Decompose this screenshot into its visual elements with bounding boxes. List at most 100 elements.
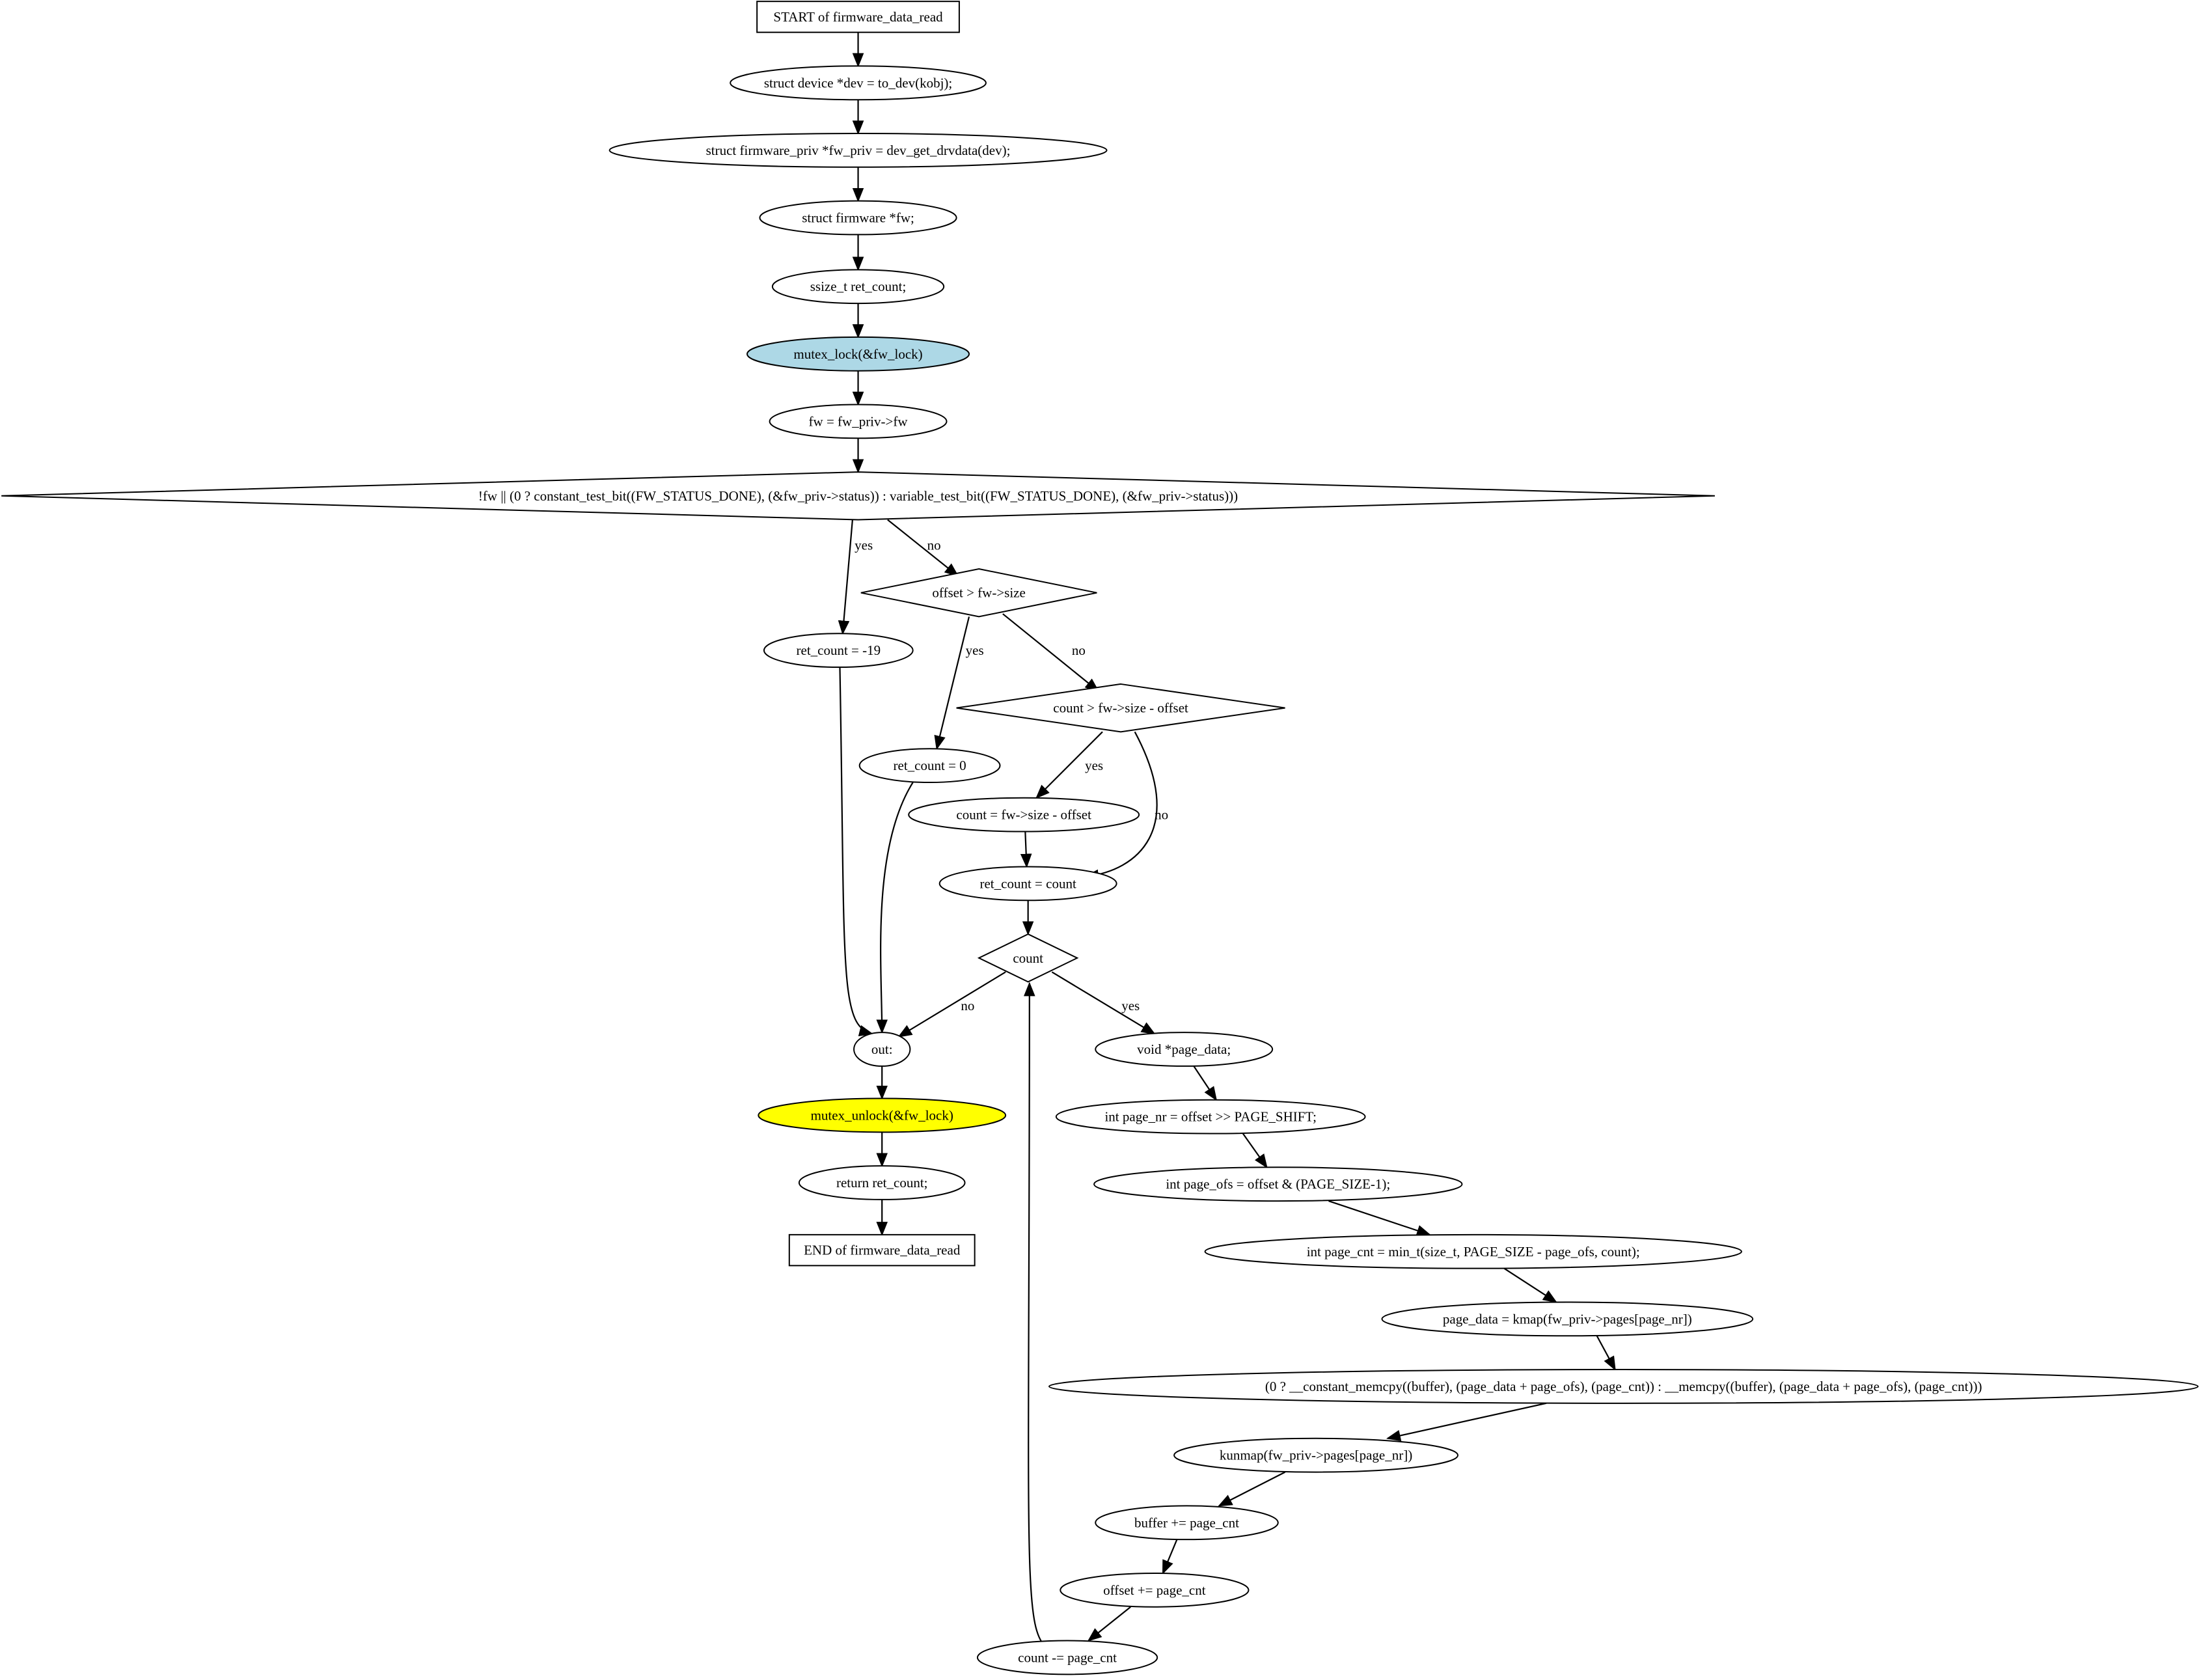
node-label: START of firmware_data_read [773,9,943,25]
edges-layer [838,32,1616,1647]
node-label: count = fw->size - offset [956,807,1091,823]
node-label: struct firmware *fw; [802,210,914,225]
edge-label-no: no [1072,642,1086,658]
node-label: buffer += page_cnt [1134,1515,1239,1530]
node-label: ret_count = count [979,875,1076,891]
node-n-out: out: [853,1032,911,1067]
node-label: return ret_count; [836,1175,928,1191]
edge-n_ret19-to-n_out [839,667,874,1036]
edge-d_count-to-n_countassign [1035,731,1103,799]
node-label: (0 ? __constant_memcpy((buffer), (page_d… [1265,1379,1982,1394]
ellipse-shape [1095,1505,1279,1541]
node-label: count -= page_cnt [1018,1649,1117,1665]
node-n-offsetinc: offset += page_cnt [1060,1572,1250,1608]
edge-d_offset-to-n_ret0 [934,616,970,750]
node-label: struct firmware_priv *fw_priv = dev_get_… [706,143,1011,158]
edge-d_fw-to-d_offset [887,519,959,577]
edge-n_pageofs-to-n_pagecnt [1328,1200,1431,1236]
node-n-countdec: count -= page_cnt [976,1640,1158,1675]
decision-diamond-shape [977,933,1079,983]
ellipse-shape [1055,1099,1366,1135]
ellipse-shape [1048,1369,2199,1404]
node-label: count [1013,950,1043,966]
edge-n_pagedata-to-n_pagenr [1193,1066,1218,1101]
node-n-kmap: page_data = kmap(fw_priv->pages[page_nr]… [1381,1301,1754,1337]
ellipse-shape [746,336,970,372]
ellipse-shape [758,1097,1007,1133]
edge-n_countassign-to-n_retcount [1020,831,1032,868]
ellipse-shape [730,65,987,101]
decision-diamond-shape [1,471,1715,521]
node-n-pageofs: int page_ofs = offset & (PAGE_SIZE-1); [1093,1166,1463,1202]
edge-label-yes: yes [855,537,873,553]
node-label: count > fw->size - offset [1053,700,1188,716]
node-start: START of firmware_data_read [756,1,960,33]
ellipse-shape [759,200,957,236]
node-n-pagenr: int page_nr = offset >> PAGE_SHIFT; [1055,1099,1366,1135]
node-label: page_data = kmap(fw_priv->pages[page_nr]… [1443,1311,1692,1327]
node-n-pagedata: void *page_data; [1095,1032,1274,1067]
ellipse-shape [1381,1301,1754,1337]
edge-d_loop-to-n_pagedata [1051,971,1156,1035]
ellipse-shape [1093,1166,1463,1202]
ellipse-shape [609,133,1108,168]
ellipse-shape [1095,1032,1274,1067]
node-n-fwdecl: struct firmware *fw; [759,200,957,236]
node-label: int page_ofs = offset & (PAGE_SIZE-1); [1166,1176,1390,1192]
node-label: offset += page_cnt [1103,1582,1206,1598]
node-n-dev: struct device *dev = to_dev(kobj); [730,65,987,101]
edge-n_countdec-to-d_loop [1024,982,1046,1647]
edge-n_kmap-to-n_memcpy [1596,1335,1616,1371]
ellipse-shape [798,1165,966,1200]
node-label: END of firmware_data_read [804,1243,961,1258]
box-shape [788,1233,976,1267]
node-d-offset: offset > fw->size [860,568,1097,618]
ellipse-shape [1060,1572,1250,1608]
ellipse-shape [853,1032,911,1067]
edge-d_fw-to-n_ret19 [838,519,854,635]
node-n-return: return ret_count; [798,1165,966,1200]
node-label: ret_count = -19 [797,642,881,658]
edge-label-yes: yes [1085,758,1103,773]
edge-d_count-to-n_retcount [1084,731,1158,881]
node-label: out: [871,1041,893,1057]
node-label: fw = fw_priv->fw [809,413,909,429]
ellipse-shape [976,1640,1158,1675]
ellipse-shape [769,404,948,439]
node-label: void *page_data; [1137,1041,1231,1057]
node-label: int page_nr = offset >> PAGE_SHIFT; [1104,1109,1316,1125]
node-n-ret19: ret_count = -19 [763,633,914,668]
node-n-retdecl: ssize_t ret_count; [771,269,945,305]
ellipse-shape [763,633,914,668]
edge-d_loop-to-n_out [897,971,1006,1038]
edge-label-yes: yes [966,642,984,658]
node-d-fw: !fw || (0 ? constant_test_bit((FW_STATUS… [1,471,1715,521]
node-n-countassign: count = fw->size - offset [908,797,1140,833]
node-d-loop: count [977,933,1079,983]
edge-label-no: no [927,537,941,553]
edge-d_offset-to-d_count [1002,613,1100,693]
ellipse-shape [771,269,945,305]
edge-label-yes: yes [1121,998,1140,1013]
edge-label-no: no [1155,807,1168,823]
edge-n_offsetinc-to-n_countdec [1087,1606,1131,1642]
ellipse-shape [908,797,1140,833]
ellipse-shape [1173,1437,1459,1473]
node-n-buffer: buffer += page_cnt [1095,1505,1279,1541]
node-label: !fw || (0 ? constant_test_bit((FW_STATUS… [478,488,1238,504]
node-n-pagecnt: int page_cnt = min_t(size_t, PAGE_SIZE -… [1204,1233,1742,1269]
node-n-fwassign: fw = fw_priv->fw [769,404,948,439]
node-label: struct device *dev = to_dev(kobj); [764,75,952,90]
node-d-count: count > fw->size - offset [956,683,1285,733]
ellipse-shape [1204,1233,1742,1269]
node-n-fwpriv: struct firmware_priv *fw_priv = dev_get_… [609,133,1108,168]
edge-n_buffer-to-n_offsetinc [1162,1539,1178,1575]
edge-n_kunmap-to-n_buffer [1218,1471,1286,1507]
node-end: END of firmware_data_read [788,1233,976,1267]
edge-n_ret0-to-n_out [876,782,914,1034]
node-n-ret0: ret_count = 0 [858,748,1001,784]
node-n-memcpy: (0 ? __constant_memcpy((buffer), (page_d… [1048,1369,2199,1404]
